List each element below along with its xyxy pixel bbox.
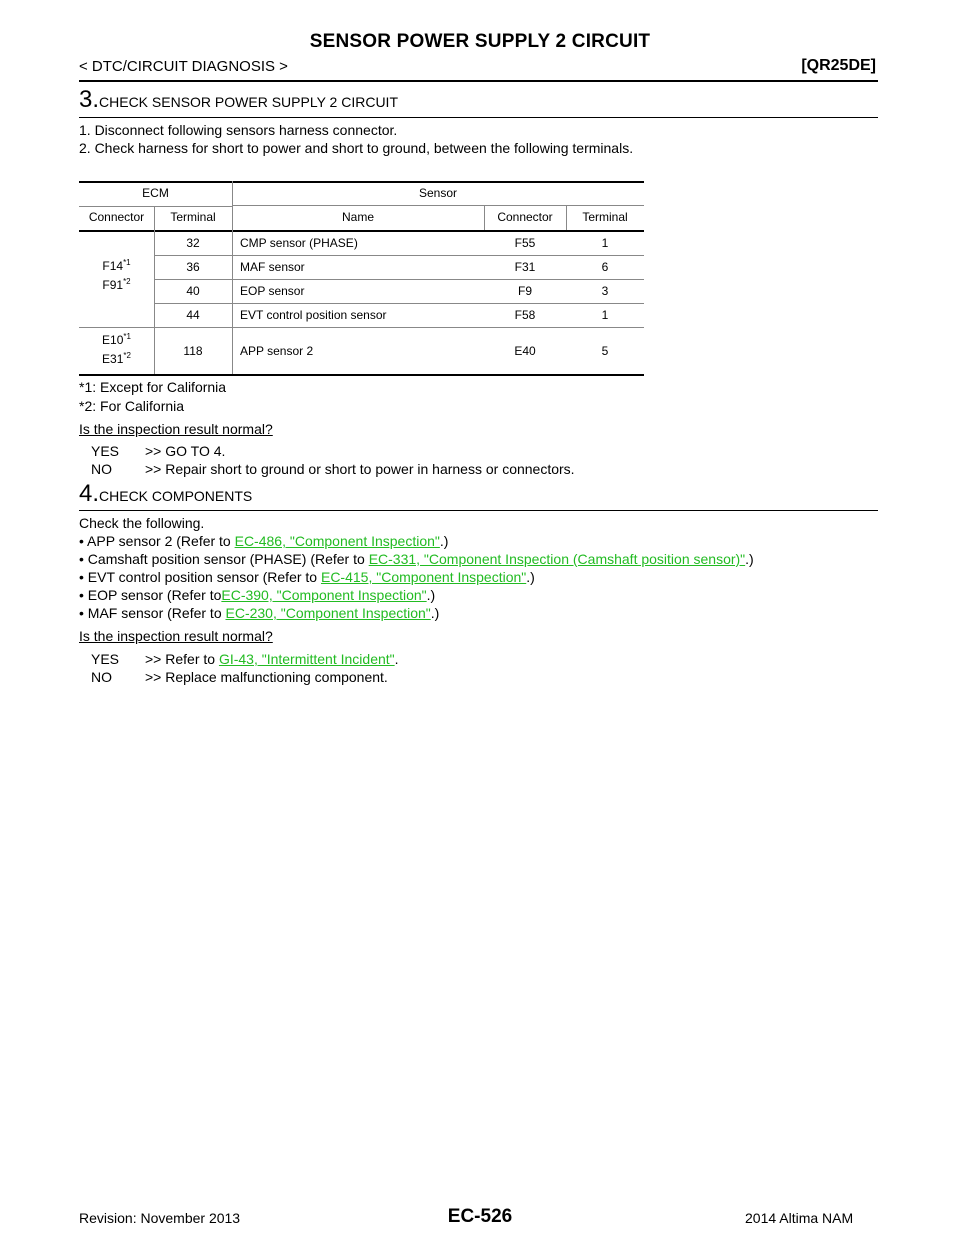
note-1: *1: Except for California — [79, 379, 227, 395]
model-year: 2014 Altima NAM — [745, 1210, 854, 1226]
col-sensor-name: Name — [341, 210, 374, 224]
col-ecm-connector: Connector — [88, 210, 145, 224]
section-label: < DTC/CIRCUIT DIAGNOSIS > — [79, 58, 288, 75]
step3-instruction-2: 2. Check harness for short to power and … — [79, 140, 634, 156]
ecm-group-header: ECM — [142, 186, 169, 200]
ecm-connector-group2-b: E31*2 — [102, 351, 131, 366]
step4-rule — [79, 510, 878, 511]
step4-heading: 4.CHECK COMPONENTS — [79, 480, 252, 508]
model-code: [QR25DE] — [801, 57, 876, 74]
ecm-connector-group1-b: F91*2 — [102, 277, 131, 292]
step4-intro: Check the following. — [79, 515, 205, 531]
list-item: • Camshaft position sensor (PHASE) (Refe… — [79, 551, 754, 567]
answer-yes-1: YES>> GO TO 4. — [91, 443, 226, 459]
step3-number: 3. — [79, 86, 100, 113]
col-ecm-terminal: Terminal — [170, 210, 216, 224]
ecm-connector-group2-a: E10*1 — [102, 332, 131, 347]
list-item: • APP sensor 2 (Refer to EC-486, "Compon… — [79, 533, 449, 549]
col-sensor-connector: Connector — [497, 210, 553, 224]
question-2: Is the inspection result normal? — [79, 628, 273, 644]
list-item: • EOP sensor (Refer toEC-390, "Component… — [79, 587, 436, 603]
step4-number: 4. — [79, 480, 100, 507]
page-number: EC-526 — [447, 1206, 513, 1227]
link-ec-230[interactable]: EC-230, "Component Inspection" — [225, 605, 431, 621]
link-ec-331[interactable]: EC-331, "Component Inspection (Camshaft … — [368, 551, 746, 567]
header-rule — [79, 80, 878, 82]
revision-date: Revision: November 2013 — [79, 1210, 241, 1226]
link-ec-390[interactable]: EC-390, "Component Inspection" — [221, 587, 427, 603]
note-2: *2: For California — [79, 398, 185, 414]
sensor-group-header: Sensor — [418, 186, 458, 200]
step3-rule — [79, 117, 878, 118]
list-item: • MAF sensor (Refer to EC-230, "Componen… — [79, 605, 440, 621]
list-item: • EVT control position sensor (Refer to … — [79, 569, 535, 585]
step3-heading: 3.CHECK SENSOR POWER SUPPLY 2 CIRCUIT — [79, 86, 398, 114]
answer-no-2: NO>> Replace malfunctioning component. — [91, 669, 388, 685]
link-ec-486[interactable]: EC-486, "Component Inspection" — [234, 533, 440, 549]
answer-no-1: NO>> Repair short to ground or short to … — [91, 461, 575, 477]
step3-title: CHECK SENSOR POWER SUPPLY 2 CIRCUIT — [99, 94, 398, 110]
col-sensor-terminal: Terminal — [582, 210, 628, 224]
link-gi-43[interactable]: GI-43, "Intermittent Incident" — [218, 651, 395, 667]
answer-yes-2: YES>> Refer to GI-43, "Intermittent Inci… — [91, 651, 399, 667]
page-title: SENSOR POWER SUPPLY 2 CIRCUIT — [309, 31, 651, 52]
step3-instruction-1: 1. Disconnect following sensors harness … — [79, 122, 398, 138]
link-ec-415[interactable]: EC-415, "Component Inspection" — [320, 569, 527, 585]
question-1: Is the inspection result normal? — [79, 421, 273, 437]
step4-title: CHECK COMPONENTS — [99, 488, 253, 504]
ecm-connector-group1-a: F14*1 — [102, 258, 131, 273]
